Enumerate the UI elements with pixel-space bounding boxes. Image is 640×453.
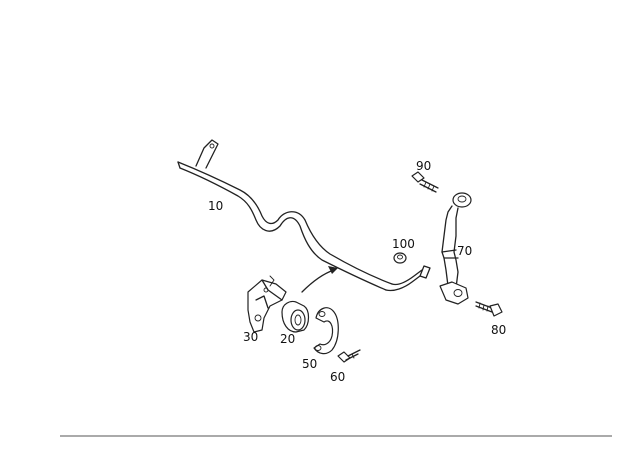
part-label-70: 70 <box>457 244 472 258</box>
rubber-bushing-drawing[interactable] <box>281 300 310 333</box>
part-label-30: 30 <box>243 330 258 344</box>
part-label-60: 60 <box>330 370 345 384</box>
part-label-50: 50 <box>302 357 317 371</box>
assembly-arrow <box>301 266 338 293</box>
clamp-drawing[interactable] <box>313 307 339 355</box>
small-bolt-drawing[interactable] <box>337 349 361 363</box>
part-label-100: 100 <box>392 237 415 251</box>
upper-bolt-drawing[interactable] <box>411 171 439 193</box>
part-label-10: 10 <box>208 199 223 213</box>
lower-bolt-drawing[interactable] <box>475 301 503 317</box>
part-label-20: 20 <box>280 332 295 346</box>
part-label-80: 80 <box>491 323 506 337</box>
stabilizer-bar-drawing[interactable] <box>177 139 431 292</box>
link-rod-drawing[interactable] <box>439 192 472 305</box>
mounting-bracket-drawing[interactable] <box>247 275 287 333</box>
small-bushing-drawing[interactable] <box>393 252 407 264</box>
part-label-90: 90 <box>416 159 431 173</box>
